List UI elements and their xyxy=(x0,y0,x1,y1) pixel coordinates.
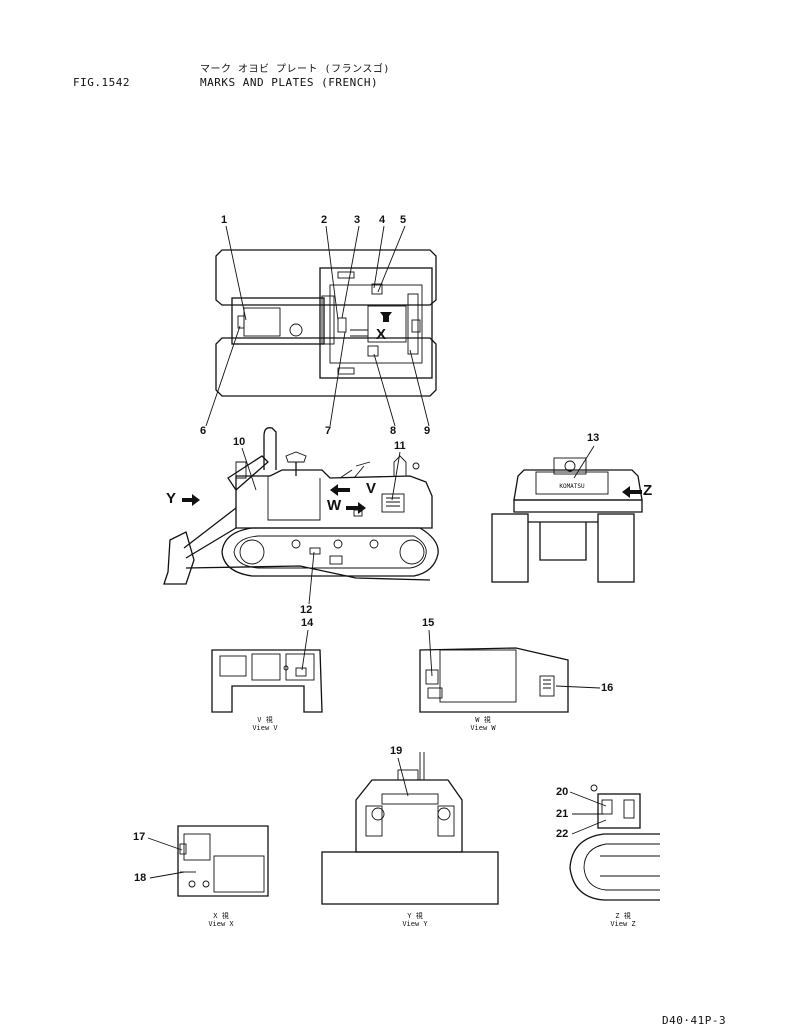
leader-20 xyxy=(569,791,607,807)
caption-view-x: X 視 View X xyxy=(196,912,246,928)
callout-10: 10 xyxy=(233,436,246,448)
caption-view-y-jp: Y 視 xyxy=(407,912,423,920)
view-letter-z: Z xyxy=(643,482,653,499)
leader-15 xyxy=(428,629,433,677)
view-v-drawing xyxy=(211,649,323,713)
view-y-drawing xyxy=(321,752,499,905)
callout-15: 15 xyxy=(422,617,435,629)
callout-1: 1 xyxy=(221,214,228,226)
callout-16: 16 xyxy=(601,682,614,694)
caption-view-v-jp: V 視 xyxy=(257,716,273,724)
view-z-drawing xyxy=(569,784,660,901)
view-letter-x: X xyxy=(376,326,387,343)
leader-14 xyxy=(301,629,309,671)
callout-20: 20 xyxy=(556,786,569,798)
view-w-drawing xyxy=(419,647,569,713)
callout-5: 5 xyxy=(400,214,407,226)
caption-view-y: Y 視 View Y xyxy=(390,912,440,928)
callout-13: 13 xyxy=(587,432,600,444)
drawing-code: D40·41P-3 xyxy=(662,1014,727,1027)
leader-22 xyxy=(571,819,607,835)
view-letter-w: W xyxy=(327,497,342,514)
caption-view-y-en: View Y xyxy=(402,920,428,928)
top-view xyxy=(215,249,437,397)
callout-6: 6 xyxy=(200,425,207,437)
caption-view-w-en: View W xyxy=(470,724,496,732)
leader-19 xyxy=(397,757,409,797)
callout-18: 18 xyxy=(134,872,147,884)
caption-view-v: V 視 View V xyxy=(240,716,290,732)
view-letter-y: Y xyxy=(166,490,177,507)
callout-9: 9 xyxy=(424,425,431,437)
callout-17: 17 xyxy=(133,831,146,843)
callout-21: 21 xyxy=(556,808,569,820)
title-japanese: マーク オヨビ プレート (フランスゴ) xyxy=(200,64,390,75)
figure-number: FIG.1542 xyxy=(73,76,130,89)
callout-8: 8 xyxy=(390,425,397,437)
callout-2: 2 xyxy=(321,214,328,226)
callout-22: 22 xyxy=(556,828,569,840)
leader-13 xyxy=(573,445,595,479)
title-english: MARKS AND PLATES (FRENCH) xyxy=(200,76,379,89)
rear-view xyxy=(491,457,643,583)
leader-18 xyxy=(149,871,185,879)
callout-3: 3 xyxy=(354,214,361,226)
side-view xyxy=(163,427,439,585)
side-view-leaders xyxy=(241,447,401,605)
caption-view-z: Z 視 View Z xyxy=(598,912,648,928)
leader-16 xyxy=(555,685,601,689)
leader-17 xyxy=(147,837,183,851)
caption-view-x-jp: X 視 xyxy=(213,912,229,920)
caption-view-v-en: View V xyxy=(252,724,278,732)
callout-12: 12 xyxy=(300,604,313,616)
callout-14: 14 xyxy=(301,617,314,629)
callout-19: 19 xyxy=(390,745,403,757)
view-letter-v: V xyxy=(366,480,377,497)
top-view-leaders xyxy=(205,225,430,427)
caption-view-w-jp: W 視 xyxy=(475,716,491,724)
view-x-drawing xyxy=(177,825,269,897)
caption-view-w: W 視 View W xyxy=(458,716,508,732)
caption-view-z-jp: Z 視 xyxy=(615,912,631,920)
callout-7: 7 xyxy=(325,425,332,437)
caption-view-z-en: View Z xyxy=(610,920,636,928)
caption-view-x-en: View X xyxy=(208,920,234,928)
brand-plate: KOMATSU xyxy=(559,483,585,490)
callout-4: 4 xyxy=(379,214,386,226)
callout-11: 11 xyxy=(394,440,406,452)
